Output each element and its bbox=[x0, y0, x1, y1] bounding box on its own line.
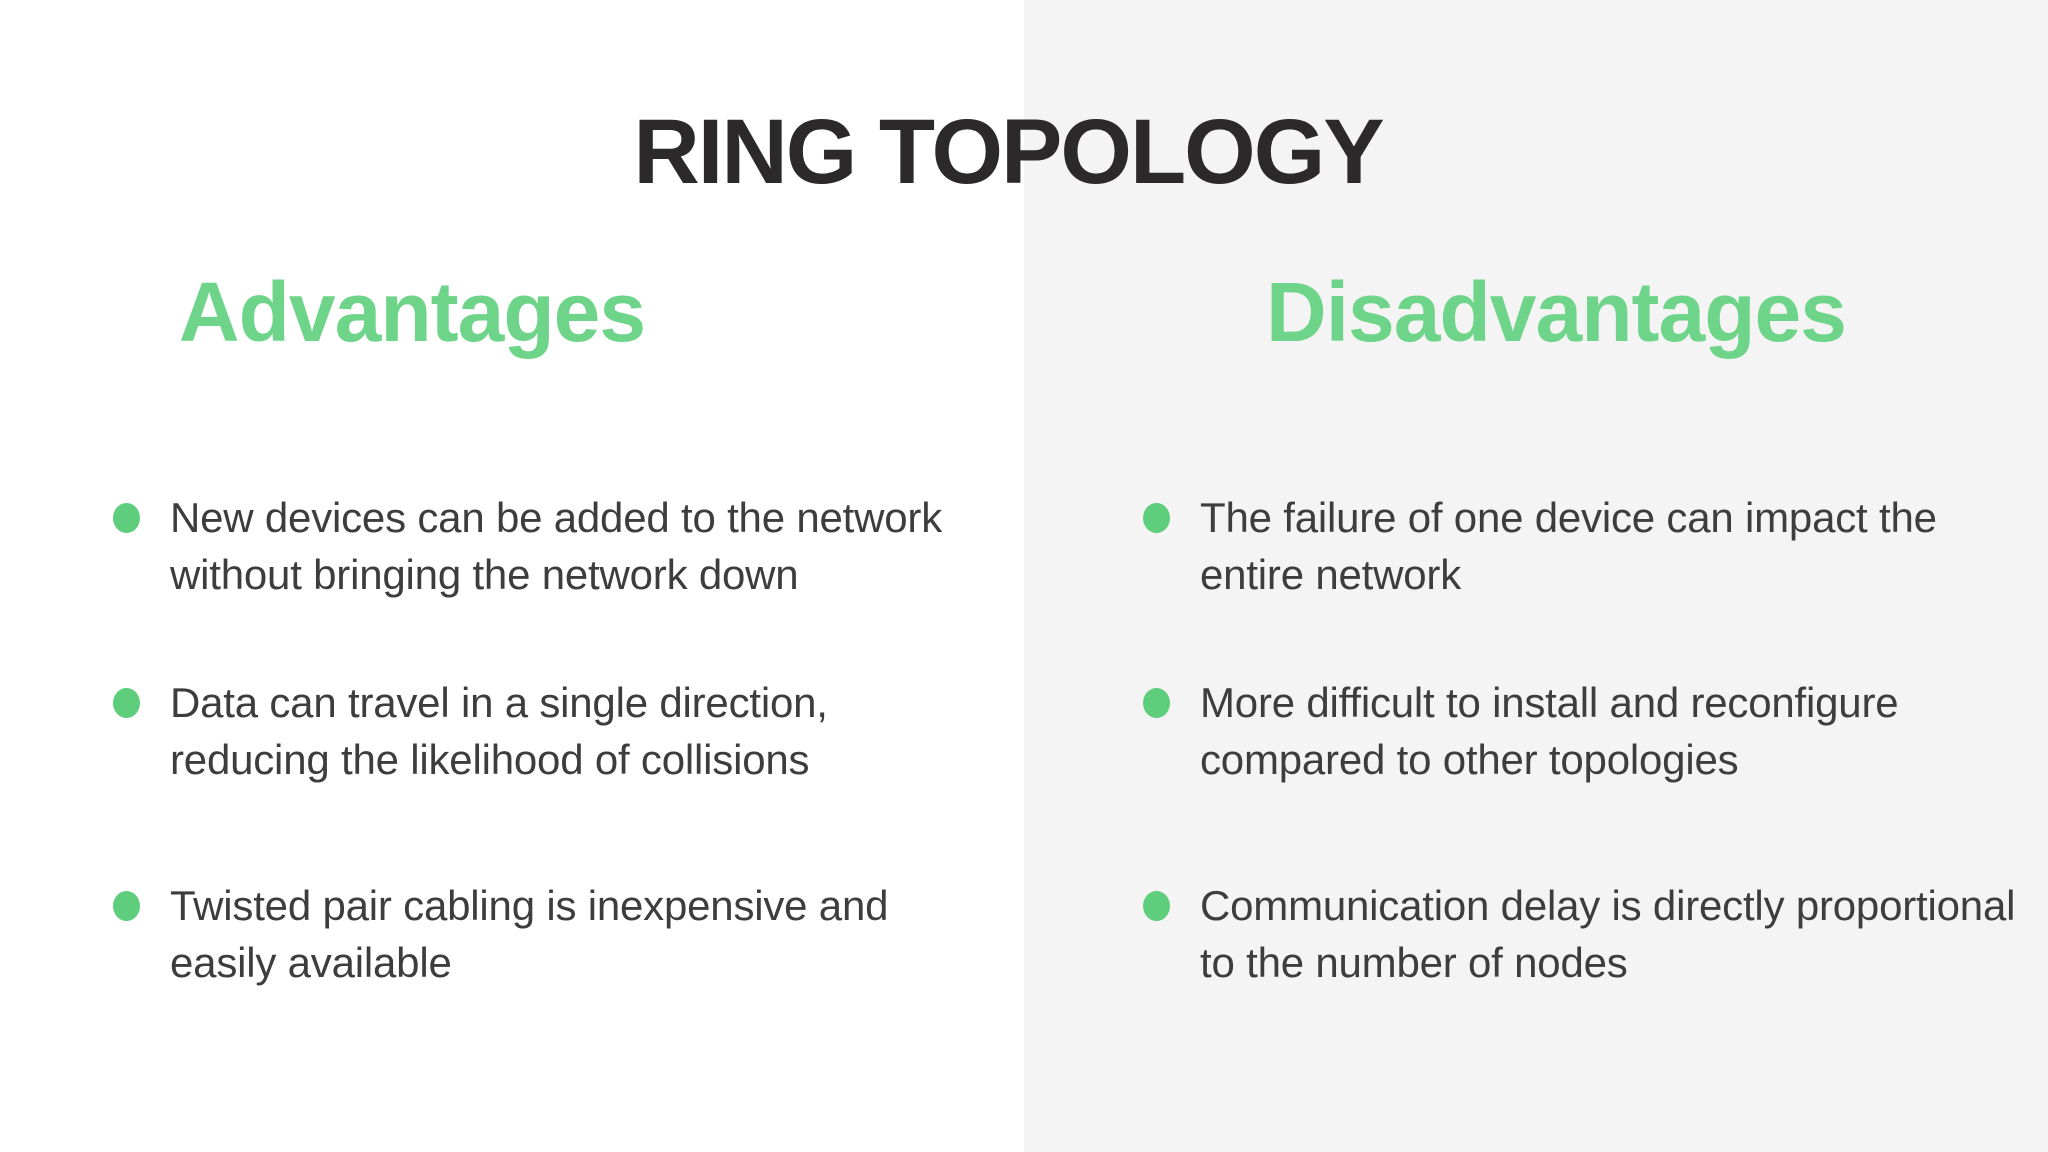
list-item-text: More difficult to install and reconfigur… bbox=[1200, 679, 1899, 783]
disadvantages-heading: Disadvantages bbox=[1266, 265, 1847, 359]
list-item-text: Twisted pair cabling is inexpensive and … bbox=[170, 882, 889, 986]
list-item-text: The failure of one device can impact the… bbox=[1200, 494, 1937, 598]
list-item: Twisted pair cabling is inexpensive and … bbox=[113, 877, 990, 991]
green-dot-icon bbox=[1143, 891, 1170, 921]
green-dot-icon bbox=[113, 688, 140, 718]
green-dot-icon bbox=[1143, 688, 1170, 718]
green-dot-icon bbox=[113, 891, 140, 921]
green-dot-icon bbox=[1143, 503, 1170, 533]
list-item: The failure of one device can impact the… bbox=[1143, 489, 2048, 603]
list-item-text: Communication delay is directly proporti… bbox=[1200, 882, 2016, 986]
right-panel-background bbox=[1024, 0, 2048, 1152]
list-item: Data can travel in a single direction, r… bbox=[113, 674, 990, 788]
page-title: RING TOPOLOGY bbox=[633, 101, 1384, 203]
green-dot-icon bbox=[113, 503, 140, 533]
list-item: More difficult to install and reconfigur… bbox=[1143, 674, 2048, 788]
list-item-text: Data can travel in a single direction, r… bbox=[170, 679, 828, 783]
list-item: Communication delay is directly proporti… bbox=[1143, 877, 2048, 991]
list-item-text: New devices can be added to the network … bbox=[170, 494, 943, 598]
list-item: New devices can be added to the network … bbox=[113, 489, 990, 603]
advantages-heading: Advantages bbox=[178, 265, 646, 359]
